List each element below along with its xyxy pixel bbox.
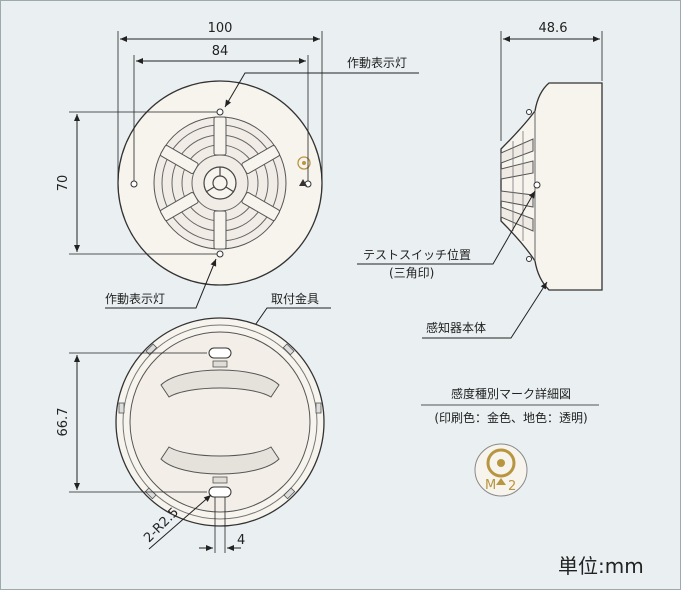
mark-detail-title: 感度種別マーク詳細図 [451, 386, 571, 401]
mounting-slot-top [208, 347, 232, 359]
side-test-switch-icon [533, 181, 541, 189]
dim-height-bottom: 66.7 [56, 408, 71, 437]
top-view [117, 80, 323, 286]
mounting-slot-bottom [208, 486, 232, 498]
mark-detail-note: (印刷色：金色、地色：透明) [434, 410, 587, 425]
indicator-lamp-top [216, 108, 224, 116]
label-test-switch-note: (三角印) [389, 266, 434, 280]
screw-hole-left [130, 180, 138, 188]
dim-depth-side: 48.6 [539, 21, 568, 36]
dim-slot-width: 4 [237, 533, 245, 548]
side-indicator-lamp-bottom [526, 256, 532, 262]
side-view [500, 82, 603, 291]
dimension-66-7: 66.7 [56, 352, 207, 493]
label-test-switch-position: テストスイッチ位置 [363, 247, 471, 262]
label-indicator-lamp-top: 作動表示灯 [347, 56, 407, 70]
sensitivity-mark-small-icon [297, 156, 311, 170]
test-switch-triangle-icon [299, 179, 307, 186]
callout-indicator-lamp-bottom: 作動表示灯 [105, 258, 217, 309]
screw-hole-right [304, 180, 312, 188]
callout-test-switch: テストスイッチ位置 (三角印) [357, 190, 536, 280]
detector-side-profile [500, 82, 603, 291]
badge-letter: M [485, 478, 496, 493]
side-guard-ribs [500, 138, 534, 232]
dim-width-outer: 100 [208, 21, 233, 36]
dimension-100: 100 [117, 21, 323, 179]
indicator-lamp-bottom [216, 250, 224, 258]
label-detector-body: 感知器本体 [426, 320, 486, 335]
dimension-48-6: 48.6 [500, 21, 603, 141]
bottom-view [115, 317, 325, 527]
callout-detector-body: 感知器本体 [422, 281, 548, 339]
upper-cutout [160, 369, 280, 398]
guard-ribs [160, 116, 280, 250]
dim-width-inner: 84 [212, 44, 229, 59]
sensitivity-mark-badge: M 2 [474, 443, 528, 497]
lower-cutout [160, 446, 280, 475]
label-indicator-lamp-bottom: 作動表示灯 [105, 292, 165, 306]
mark-detail: 感度種別マーク詳細図 (印刷色：金色、地色：透明) M 2 [421, 386, 599, 497]
dimension-70: 70 [56, 111, 217, 255]
dim-height-top: 70 [56, 175, 71, 192]
unit-label: 単位:mm [558, 554, 644, 578]
dimension-slot-width: 4 [199, 497, 245, 553]
side-indicator-lamp-top [526, 109, 532, 115]
badge-number: 2 [508, 479, 516, 494]
dimension-84: 84 [133, 44, 309, 181]
callout-indicator-lamp-top: 作動表示灯 [224, 56, 419, 108]
label-mounting-bracket: 取付金具 [271, 291, 319, 306]
